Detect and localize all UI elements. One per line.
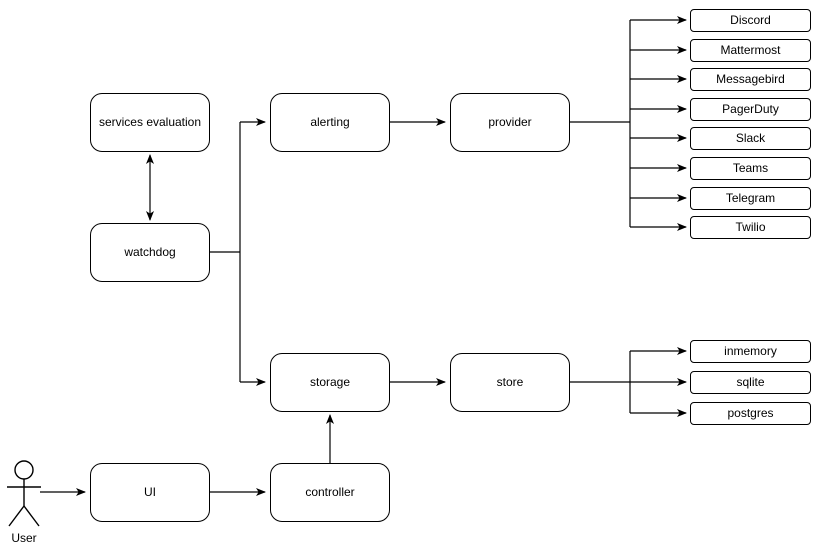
node-provider-slack[interactable]: Slack	[690, 127, 811, 150]
actor-user-icon	[7, 460, 41, 527]
node-services-evaluation[interactable]: services evaluation	[90, 93, 210, 152]
node-store[interactable]: store	[450, 353, 570, 412]
node-provider-pagerduty[interactable]: PagerDuty	[690, 98, 811, 121]
node-provider[interactable]: provider	[450, 93, 570, 152]
node-storage[interactable]: storage	[270, 353, 390, 412]
node-provider-discord[interactable]: Discord	[690, 9, 811, 32]
node-store-postgres[interactable]: postgres	[690, 402, 811, 425]
node-store-inmemory[interactable]: inmemory	[690, 340, 811, 363]
node-provider-telegram[interactable]: Telegram	[690, 187, 811, 210]
node-provider-teams[interactable]: Teams	[690, 157, 811, 180]
node-provider-mattermost[interactable]: Mattermost	[690, 39, 811, 62]
node-provider-twilio[interactable]: Twilio	[690, 216, 811, 239]
node-store-sqlite[interactable]: sqlite	[690, 371, 811, 394]
node-watchdog[interactable]: watchdog	[90, 223, 210, 282]
node-controller[interactable]: controller	[270, 463, 390, 522]
node-alerting[interactable]: alerting	[270, 93, 390, 152]
actor-user-label: User	[11, 531, 37, 545]
node-provider-messagebird[interactable]: Messagebird	[690, 68, 811, 91]
node-ui[interactable]: UI	[90, 463, 210, 522]
